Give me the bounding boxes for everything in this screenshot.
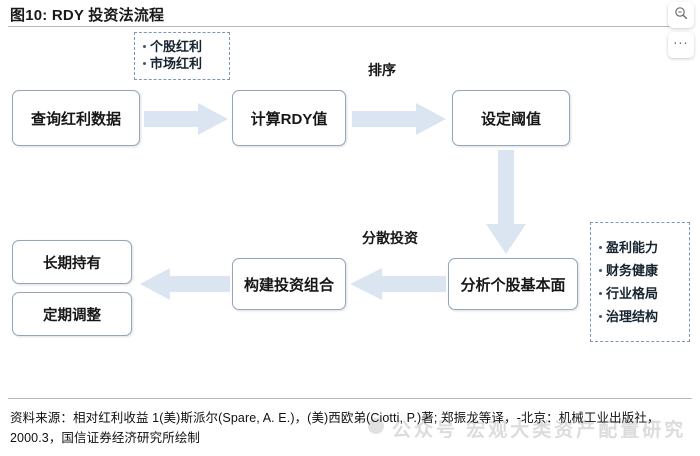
flow-node-analyze-fundamentals[interactable]: 分析个股基本面 (448, 258, 578, 310)
more-options-button[interactable]: ··· (668, 32, 694, 58)
page-title: 图10: RDY 投资法流程 (10, 7, 165, 24)
search-icon (674, 6, 688, 25)
more-icon: ··· (673, 37, 689, 52)
zoom-button[interactable] (668, 2, 694, 28)
arrow-right-query-to-calc (144, 103, 228, 135)
flow-node-calculate-rdy[interactable]: 计算RDY值 (232, 90, 346, 146)
title-divider (8, 26, 692, 27)
footer-divider (8, 398, 692, 399)
flow-node-long-term-hold[interactable]: 长期持有 (12, 240, 132, 284)
source-note: 资料来源：相对红利收益 1(美)斯派尔(Spare, A. E.)，(美)西欧弟… (10, 411, 660, 445)
list-item: 财务健康 (599, 262, 681, 279)
annotation-fundamental-factors: 盈利能力 财务健康 行业格局 治理结构 (590, 222, 690, 342)
edge-label-sort: 排序 (368, 62, 396, 78)
list-item: 行业格局 (599, 285, 681, 302)
list-item: 个股红利 (143, 38, 221, 55)
list-item: 治理结构 (599, 308, 681, 325)
flow-node-build-portfolio[interactable]: 构建投资组合 (232, 258, 346, 310)
list-item: 盈利能力 (599, 239, 681, 256)
edge-label-diversify: 分散投资 (362, 230, 418, 246)
flow-node-query-dividend-data[interactable]: 查询红利数据 (12, 90, 140, 146)
arrow-left-portfolio-to-hold (140, 268, 230, 300)
flow-node-set-threshold[interactable]: 设定阈值 (452, 90, 570, 146)
annotation-dividend-sources: 个股红利 市场红利 (134, 32, 230, 80)
arrow-down-threshold-to-analyze (486, 150, 526, 254)
arrow-left-analyze-to-portfolio (350, 268, 446, 300)
flow-node-periodic-rebalance[interactable]: 定期调整 (12, 292, 132, 336)
list-item: 市场红利 (143, 55, 221, 72)
arrow-right-calc-to-threshold (352, 103, 446, 135)
